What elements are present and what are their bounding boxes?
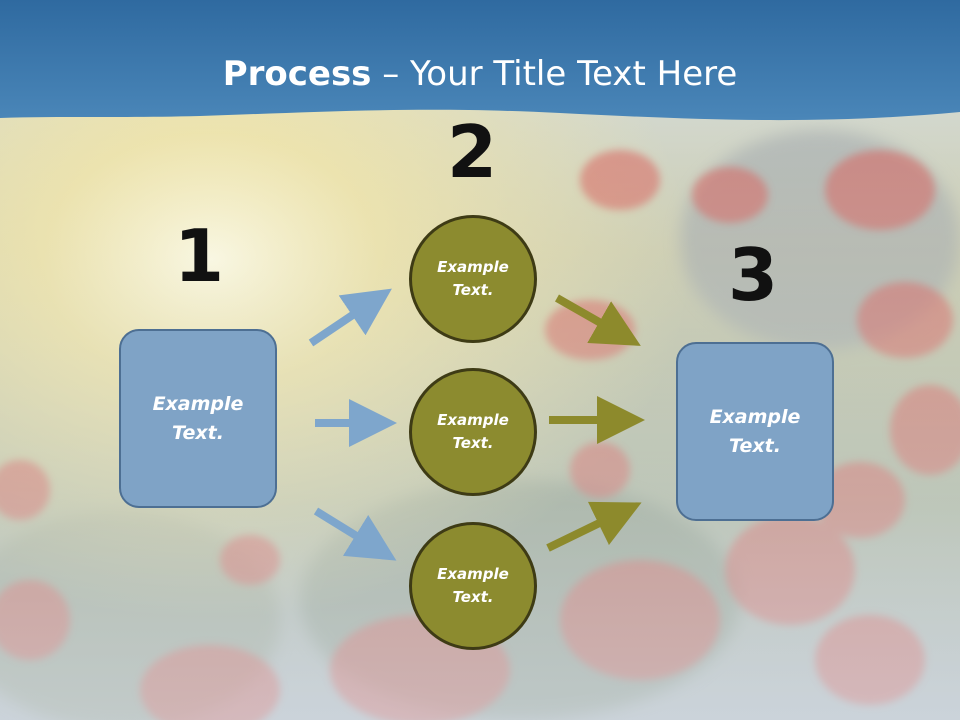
step-3-box: Example Text.: [676, 342, 834, 521]
arrow-2a-to-3: [555, 294, 641, 346]
slide-title: Process – Your Title Text Here: [0, 52, 960, 96]
step-1-label: Example Text.: [152, 392, 244, 444]
header-band: [0, 0, 960, 121]
arrow-2c-to-3: [546, 501, 642, 552]
step-2-circle-middle: Example Text.: [409, 368, 537, 496]
step-number-1: 1: [173, 214, 225, 298]
step-3-label: Example Text.: [709, 405, 801, 457]
step-2-label-bottom: Example Text.: [437, 565, 509, 606]
step-1-box: Example Text.: [119, 329, 277, 508]
step-2-circle-bottom: Example Text.: [409, 522, 537, 650]
step-2-label-middle: Example Text.: [437, 411, 509, 452]
title-bold: Process: [222, 54, 372, 94]
step-2-label-top: Example Text.: [437, 258, 509, 299]
step-2-circle-top: Example Text.: [409, 215, 537, 343]
arrow-1-to-2a: [308, 288, 392, 347]
title-rest: – Your Title Text Here: [371, 54, 738, 94]
arrow-1-to-2c: [313, 507, 397, 561]
step-number-3: 3: [727, 233, 779, 317]
step-number-2: 2: [446, 110, 498, 194]
